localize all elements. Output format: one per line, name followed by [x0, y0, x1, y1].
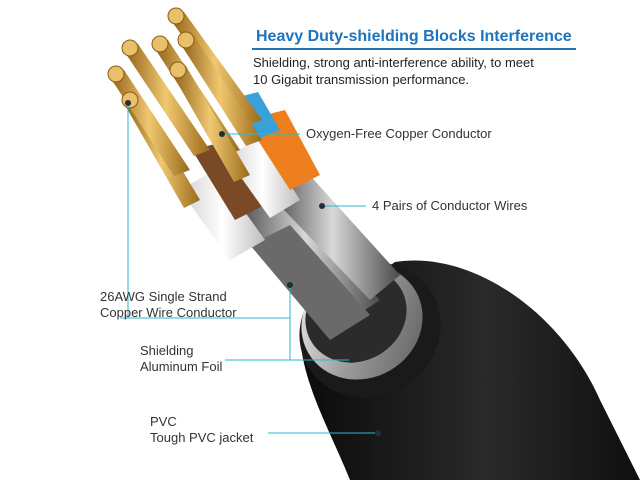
- copper-strands: [107, 7, 262, 208]
- page-title: Heavy Duty-shielding Blocks Interference: [252, 26, 576, 50]
- label-pvc-line2: Tough PVC jacket: [150, 430, 254, 445]
- label-copper-conductor: Oxygen-Free Copper Conductor: [306, 126, 492, 141]
- label-awg-line1: 26AWG Single Strand: [100, 289, 227, 304]
- callout-lines: [120, 100, 381, 436]
- shield-tubes: [230, 170, 400, 340]
- subtitle: Shielding, strong anti-interference abil…: [253, 54, 534, 88]
- label-pvc-line1: PVC: [150, 414, 177, 429]
- label-shielding-line2: Aluminum Foil: [140, 359, 223, 374]
- label-awg-line2: Copper Wire Conductor: [100, 305, 237, 320]
- label-conductor-pairs: 4 Pairs of Conductor Wires: [372, 198, 528, 213]
- label-shielding-line1: Shielding: [140, 343, 194, 358]
- subtitle-line: 10 Gigabit transmission performance.: [253, 72, 470, 87]
- subtitle-line: Shielding, strong anti-interference abil…: [253, 55, 534, 70]
